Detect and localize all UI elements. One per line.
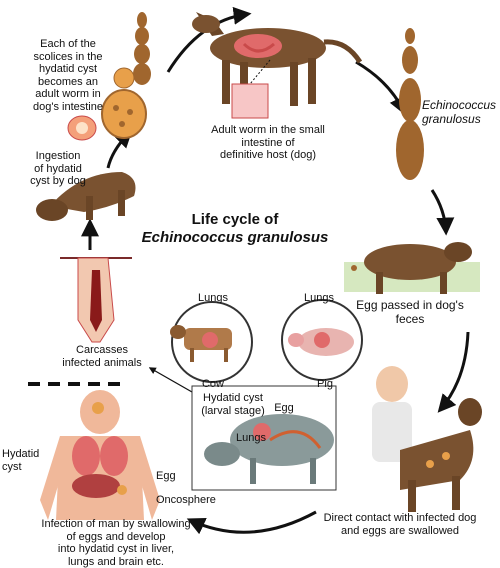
label-oncosphere: Oncosphere bbox=[156, 494, 226, 507]
cycle-arrow-right-lower bbox=[440, 332, 468, 410]
label-ingestion-line: Ingestion bbox=[24, 150, 92, 163]
label-infection-man-line: into hydatid cyst in liver, bbox=[28, 543, 204, 556]
cow-illustration bbox=[170, 302, 252, 382]
diagram-title-line1: Life cycle of bbox=[140, 211, 330, 229]
label-ingestion: Ingestion of hydatid cyst by dog bbox=[24, 150, 92, 188]
label-infection-man-line: of eggs and develop bbox=[28, 531, 204, 544]
cycle-arrow-right bbox=[432, 190, 446, 232]
label-scolices-line: adult worm in bbox=[30, 88, 106, 101]
label-scolices-line: scolices in the bbox=[30, 51, 106, 64]
label-adult-worm-line: definitive host (dog) bbox=[198, 149, 338, 162]
label-direct-contact-line: and eggs are swallowed bbox=[310, 525, 490, 538]
label-direct-contact: Direct contact with infected dog and egg… bbox=[310, 512, 490, 537]
label-scolices-line: Each of the bbox=[30, 38, 106, 51]
label-hydatid-larval-line: (larval stage) bbox=[198, 405, 268, 418]
label-egg-passed-line: Egg passed in dog's bbox=[340, 298, 480, 312]
label-adult-worm-line: intestine of bbox=[198, 137, 338, 150]
label-carcasses-line: Carcasses bbox=[60, 344, 144, 357]
label-scolices-line: hydatid cyst bbox=[30, 63, 106, 76]
label-adult-worm: Adult worm in the small intestine of def… bbox=[198, 124, 338, 162]
label-human-hydatid-line: Hydatid bbox=[2, 448, 46, 461]
label-scolices-line: dog's intestine bbox=[30, 101, 106, 114]
label-hydatid-larval-line: Hydatid cyst bbox=[198, 392, 268, 405]
label-ingestion-line: of hydatid bbox=[24, 163, 92, 176]
label-ingestion-line: cyst by dog bbox=[24, 175, 92, 188]
diagram-title-line2: Echinococcus granulosus bbox=[140, 229, 330, 247]
label-infection-man: Infection of man by swallowing of eggs a… bbox=[28, 518, 204, 568]
cycle-arrow-bottom bbox=[190, 512, 316, 532]
label-cow: Cow bbox=[198, 378, 228, 391]
label-carcasses-line: infected animals bbox=[60, 357, 144, 370]
dog-top-illustration bbox=[192, 12, 360, 106]
label-pig-lungs: Lungs bbox=[302, 292, 336, 305]
label-direct-contact-line: Direct contact with infected dog bbox=[310, 512, 490, 525]
label-infection-man-line: lungs and brain etc. bbox=[28, 556, 204, 568]
label-scolices: Each of the scolices in the hydatid cyst… bbox=[30, 38, 106, 113]
carcass-illustration bbox=[60, 258, 132, 342]
label-hydatid-larval: Hydatid cyst (larval stage) bbox=[198, 392, 268, 417]
label-cow-lungs: Lungs bbox=[196, 292, 230, 305]
diagram-title: Life cycle of Echinococcus granulosus bbox=[140, 211, 330, 247]
label-egg-passed: Egg passed in dog's feces bbox=[340, 298, 480, 326]
adult-worm-small bbox=[133, 12, 151, 85]
scolex-illustration bbox=[68, 116, 96, 140]
species-label: Echinococcus granulosus bbox=[422, 98, 496, 126]
label-human-hydatid: Hydatid cyst bbox=[2, 448, 46, 473]
man-with-dog-illustration bbox=[372, 366, 482, 512]
species-label-line: granulosus bbox=[422, 112, 496, 126]
label-human-hydatid-line: cyst bbox=[2, 461, 46, 474]
label-sheep-lungs: Lungs bbox=[234, 432, 268, 445]
human-illustration bbox=[40, 390, 160, 520]
cycle-arrow-top-right bbox=[356, 62, 404, 112]
label-adult-worm-line: Adult worm in the small bbox=[198, 124, 338, 137]
label-infection-man-line: Infection of man by swallowing bbox=[28, 518, 204, 531]
label-carcasses: Carcasses infected animals bbox=[60, 344, 144, 369]
label-egg-passed-line: feces bbox=[340, 312, 480, 326]
intestine-zoom-box bbox=[232, 84, 268, 118]
label-pig: Pig bbox=[312, 378, 338, 391]
species-label-line: Echinococcus bbox=[422, 98, 496, 112]
dog-feces-illustration bbox=[344, 242, 480, 294]
echinococcus-worm bbox=[396, 28, 424, 180]
label-sheep-egg: Egg bbox=[272, 402, 296, 415]
label-scolices-line: becomes an bbox=[30, 76, 106, 89]
label-human-egg: Egg bbox=[156, 470, 186, 483]
